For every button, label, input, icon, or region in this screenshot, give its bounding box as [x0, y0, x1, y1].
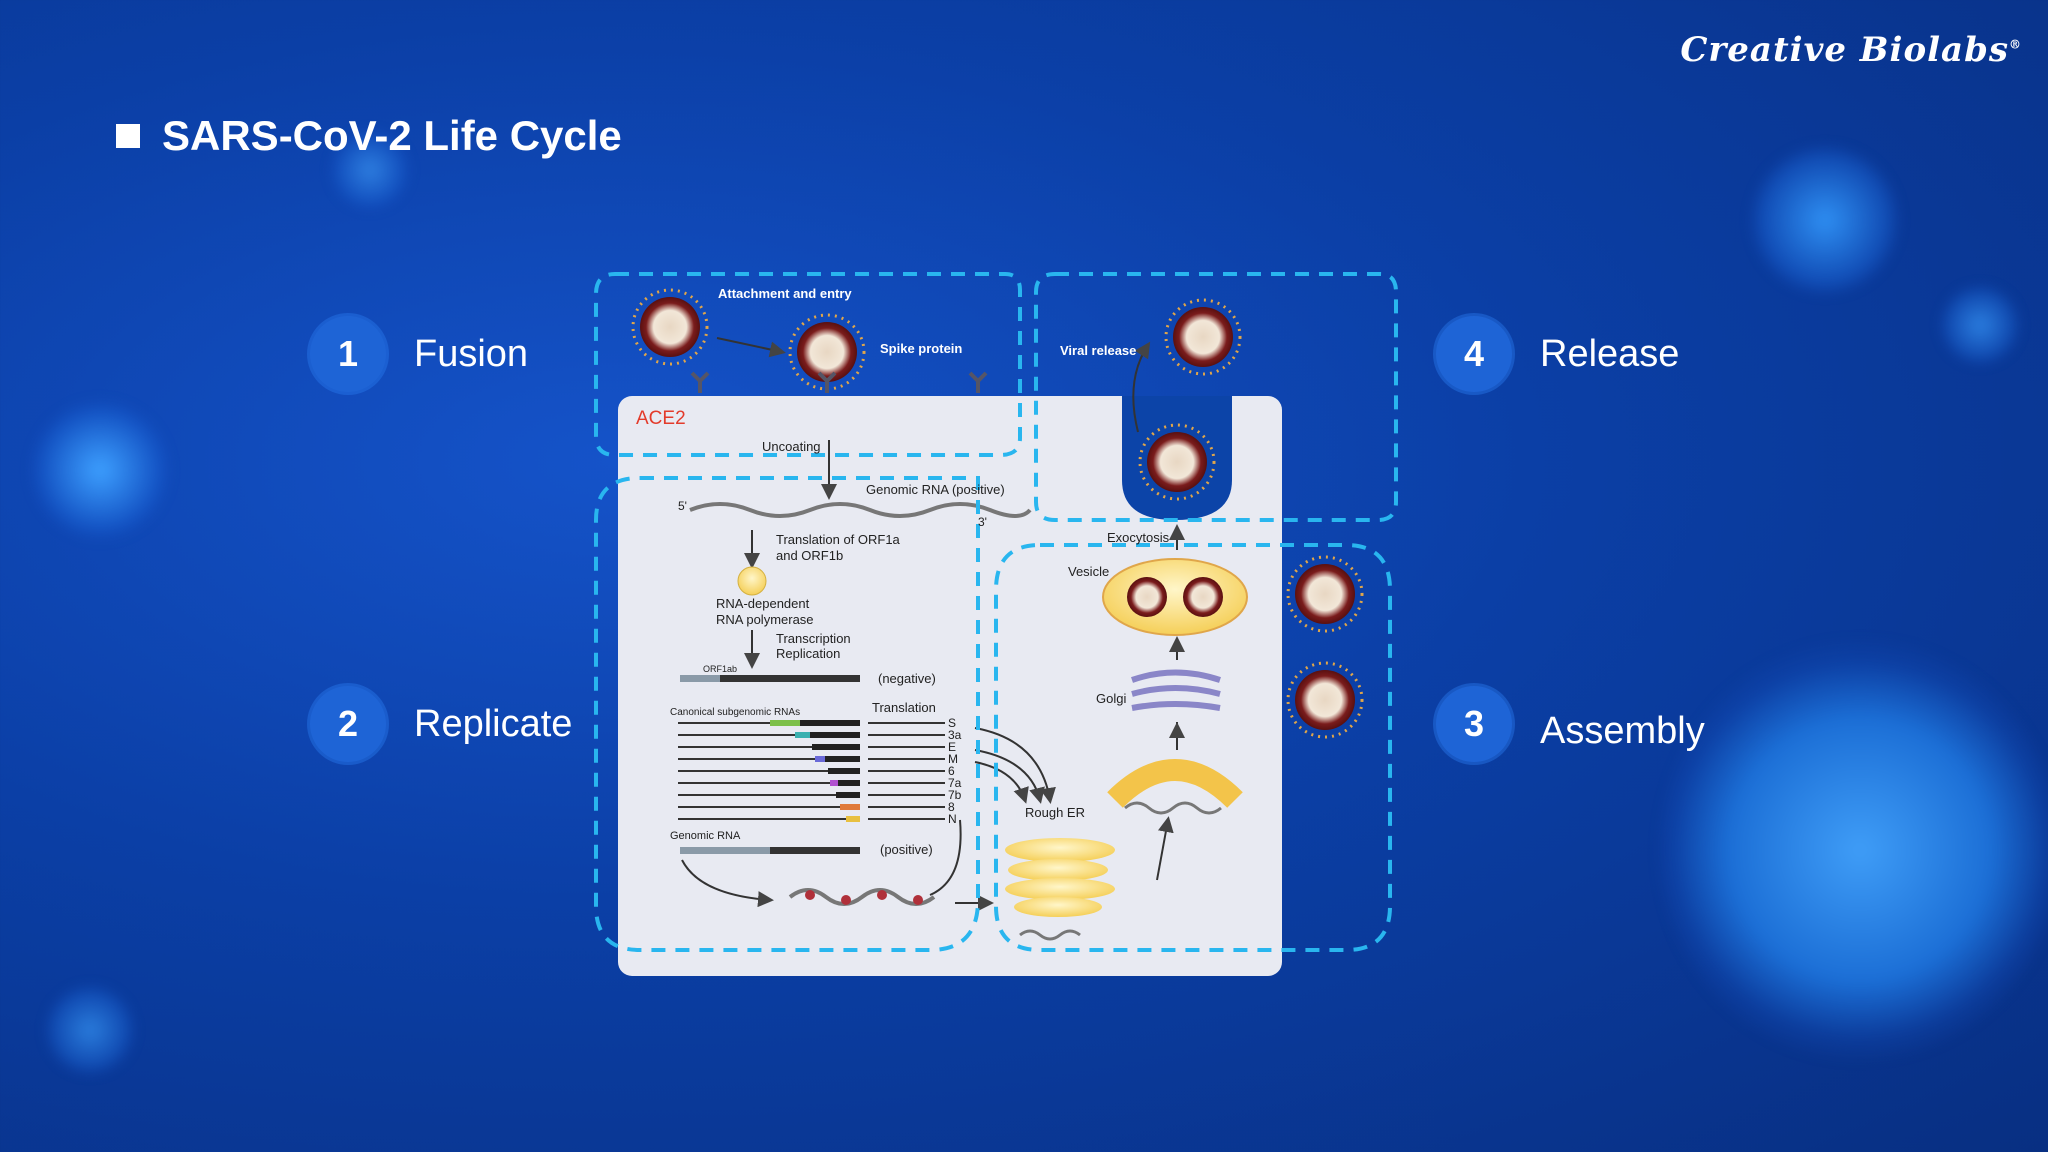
step-number: 2 [310, 686, 386, 762]
label-genomic-rna: Genomic RNA [670, 830, 741, 842]
ace2-receptor-icon [692, 373, 708, 393]
label-rdrp-2: RNA polymerase [716, 612, 814, 627]
ace2-receptor-icon [970, 373, 986, 393]
step-number: 1 [310, 316, 386, 392]
virus-budding-1 [1288, 557, 1362, 631]
label-transcription-1: Transcription [776, 631, 851, 646]
step-label: Assembly [1540, 710, 1705, 753]
step-release: 4 Release [1436, 316, 1679, 392]
vesicle [1103, 559, 1247, 635]
label-rdrp-1: RNA-dependent [716, 596, 810, 611]
label-ace2: ACE2 [636, 408, 686, 429]
life-cycle-diagram: Attachment and entry Spike protein Viral… [580, 264, 1400, 984]
n-protein-dot [913, 895, 923, 905]
step-number: 4 [1436, 316, 1512, 392]
label-exocytosis: Exocytosis [1107, 530, 1170, 545]
n-protein-dot [841, 895, 851, 905]
label-positive: (positive) [880, 842, 933, 857]
step-replicate: 2 Replicate [310, 686, 572, 762]
label-five-prime: 5' [678, 499, 687, 513]
bg-virus-large [1660, 640, 2048, 1060]
label-rough-er: Rough ER [1025, 805, 1085, 820]
diagram-svg: Attachment and entry Spike protein Viral… [580, 264, 1400, 984]
step-assembly: 3 Assembly [1436, 686, 1705, 762]
virus-release-top [1166, 300, 1240, 374]
entry-arrow [717, 338, 782, 352]
n-protein-dot [805, 890, 815, 900]
brand-name: Creative Biolabs [1680, 30, 2009, 70]
label-attachment: Attachment and entry [718, 286, 852, 301]
label-viral-release: Viral release [1060, 343, 1136, 358]
label-spike: Spike protein [880, 341, 962, 356]
label-uncoating: Uncoating [762, 439, 821, 454]
subgenomic-rnas [678, 720, 860, 822]
label-orf1ab: ORF1ab [703, 664, 737, 674]
brand-logo: Creative Biolabs® [1680, 30, 2022, 70]
bg-virus-bottom-left [45, 985, 135, 1075]
label-negative: (negative) [878, 671, 936, 686]
label-golgi: Golgi [1096, 691, 1126, 706]
bg-virus-small [1940, 285, 2020, 365]
virus-attachment [633, 290, 707, 364]
step-fusion: 1 Fusion [310, 316, 528, 392]
polymerase-icon [738, 567, 766, 595]
step-label: Release [1540, 333, 1679, 376]
label-vesicle: Vesicle [1068, 564, 1109, 579]
brand-mark: ® [2009, 38, 2022, 52]
protein-label: N [948, 812, 957, 826]
page-title: SARS-CoV-2 Life Cycle [116, 112, 622, 160]
orf1ab-segment [680, 675, 720, 682]
step-label: Fusion [414, 333, 528, 376]
square-bullet-icon [116, 124, 140, 148]
label-transcription-2: Replication [776, 646, 840, 661]
label-translation: Translation [872, 700, 936, 715]
label-translation-orf-2: and ORF1b [776, 548, 843, 563]
bg-virus-left [30, 400, 170, 540]
label-three-prime: 3' [978, 515, 987, 529]
step-label: Replicate [414, 703, 572, 746]
bg-virus-top-right [1750, 145, 1900, 295]
virus-budding-2 [1288, 663, 1362, 737]
genomic-rna-segment [680, 847, 770, 854]
virus-spike [790, 315, 864, 389]
label-translation-orf-1: Translation of ORF1a [776, 532, 901, 547]
label-genomic-pos: Genomic RNA (positive) [866, 482, 1005, 497]
page-title-text: SARS-CoV-2 Life Cycle [162, 112, 622, 160]
label-canonical: Canonical subgenomic RNAs [670, 707, 800, 718]
n-protein-dot [877, 890, 887, 900]
step-number: 3 [1436, 686, 1512, 762]
